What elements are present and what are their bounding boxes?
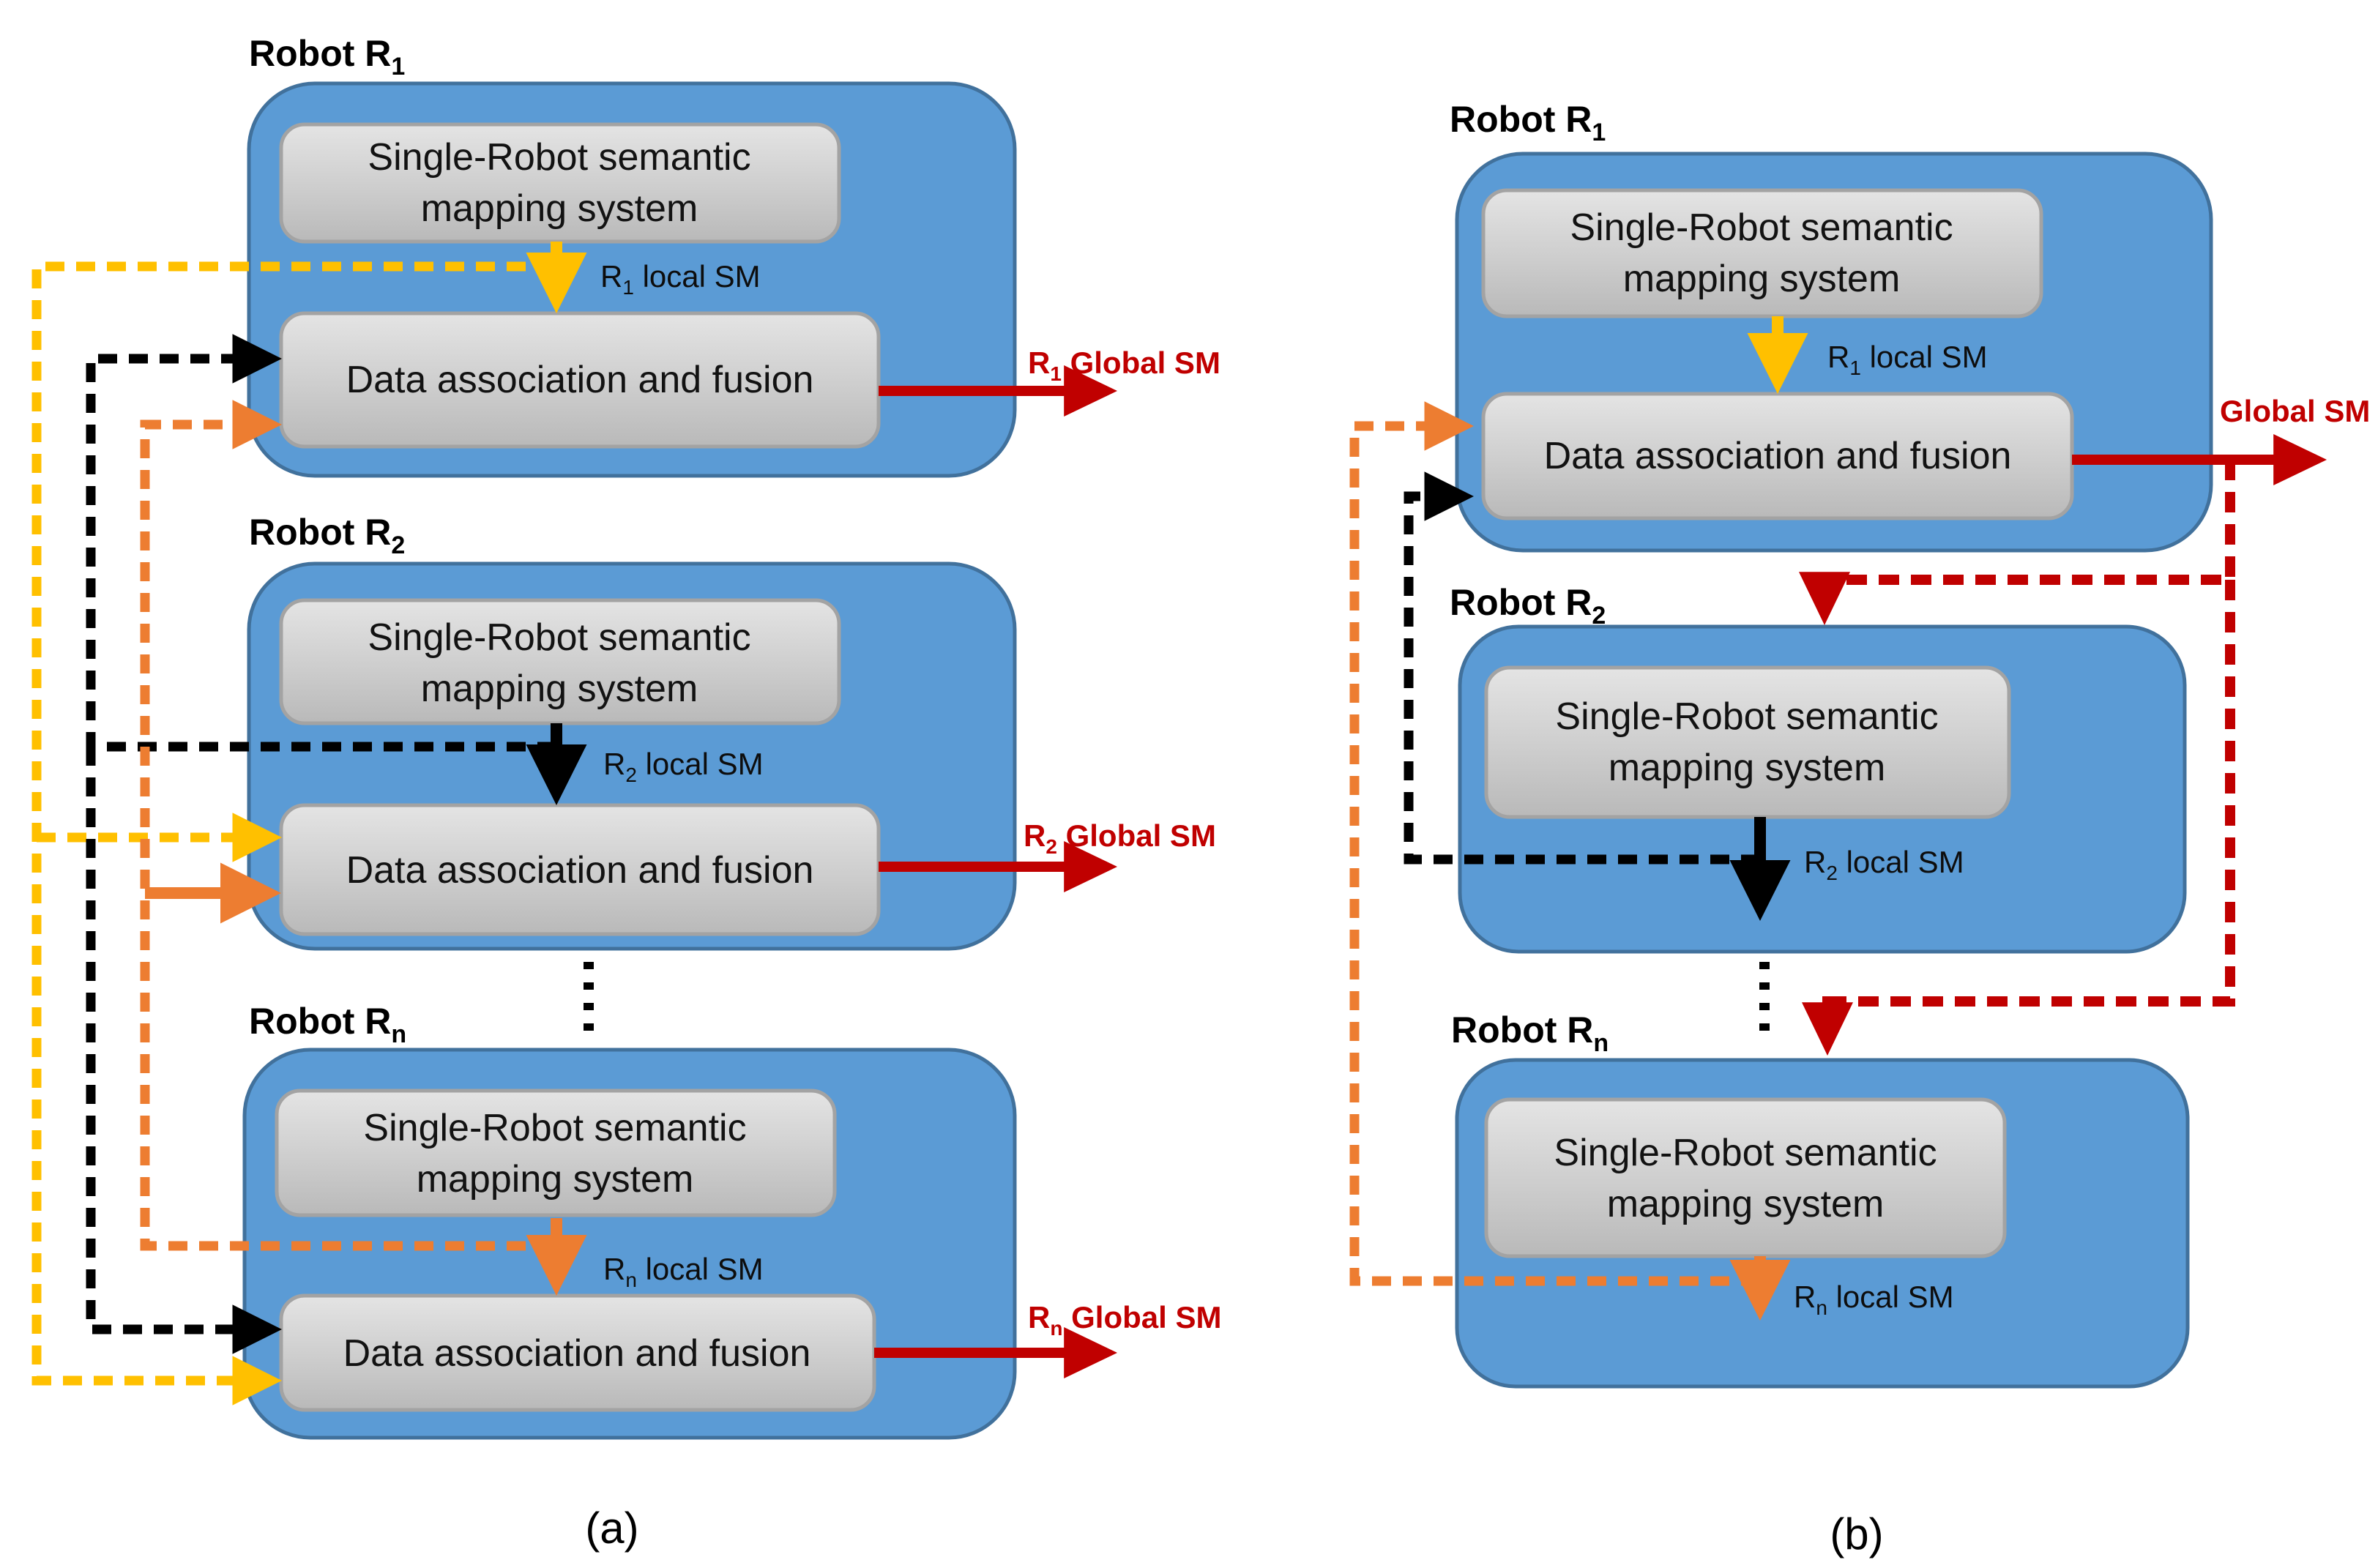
r1-semantic-mapping-label-line1-a: Single-Robot semantic: [368, 136, 750, 179]
caption-a: (a): [585, 1504, 638, 1553]
rn-semantic-mapping-label-line1-b: Single-Robot semantic: [1554, 1132, 1937, 1174]
rn-local-sm-label-a: Rn local SM: [603, 1252, 764, 1291]
robot-r2-title-a: Robot R2: [249, 512, 405, 559]
dashed-global-sm-to-r2-b: [1799, 460, 2235, 626]
r1-semantic-mapping-box-b: [1481, 188, 2043, 318]
dashed-rn-share-to-r1-b: [1349, 401, 1760, 1286]
r2-semantic-mapping-box-b: [1484, 665, 2011, 819]
r2-semantic-mapping-label-line2-a: mapping system: [421, 668, 698, 710]
rn-semantic-mapping-label-line2-a: mapping system: [417, 1158, 694, 1201]
dashed-r2-share-to-rn-a: [86, 747, 283, 1354]
r1-global-sm-label-a: R1 Global SM: [1028, 346, 1220, 385]
robot-r1-title-a: Robot R1: [249, 33, 405, 81]
r1-semantic-mapping-label-line2-a: mapping system: [421, 187, 698, 230]
r2-semantic-mapping-label-line1-a: Single-Robot semantic: [368, 616, 750, 659]
panel-b: Robot R1 Single-Robot semantic mapping s…: [1349, 99, 2370, 1558]
r2-local-sm-label-a: R2 local SM: [603, 747, 764, 786]
r1-local-sm-label-b: R1 local SM: [1827, 340, 1988, 379]
dashed-r2-share-to-r1-b: [1404, 471, 1760, 865]
robot-rn-title-b: Robot Rn: [1451, 1009, 1609, 1057]
rn-semantic-mapping-label-line2-b: mapping system: [1607, 1183, 1885, 1225]
r1-semantic-mapping-label-line2-b: mapping system: [1623, 258, 1901, 300]
rn-semantic-mapping-label-line1-a: Single-Robot semantic: [363, 1107, 746, 1149]
panel-a: Robot R1 Single-Robot semantic mapping s…: [31, 33, 1221, 1553]
dashed-r2-share-to-r1-a: [86, 334, 556, 752]
r2-local-sm-label-b: R2 local SM: [1804, 845, 1964, 884]
rn-global-sm-label-a: Rn Global SM: [1028, 1300, 1221, 1340]
rn-local-sm-label-b: Rn local SM: [1794, 1280, 1954, 1319]
robot-r1-title-b: Robot R1: [1450, 99, 1606, 146]
r1-local-sm-label-a: R1 local SM: [600, 259, 761, 299]
rn-semantic-mapping-box-b: [1484, 1097, 2007, 1258]
r1-data-fusion-label-a: Data association and fusion: [346, 359, 814, 401]
robot-rn-title-a: Robot Rn: [249, 1001, 406, 1048]
global-sm-label-b: Global SM: [2220, 394, 2370, 428]
dashed-rn-share-to-r1-a: [140, 400, 556, 1251]
robot-r2-title-b: Robot R2: [1450, 582, 1606, 630]
r2-semantic-mapping-label-line2-b: mapping system: [1609, 747, 1886, 789]
r2-data-fusion-label-a: Data association and fusion: [346, 849, 814, 892]
rn-semantic-mapping-box-a: [275, 1089, 837, 1217]
rn-data-fusion-label-a: Data association and fusion: [343, 1332, 811, 1375]
r2-semantic-mapping-label-line1-b: Single-Robot semantic: [1555, 695, 1938, 738]
r1-semantic-mapping-label-line1-b: Single-Robot semantic: [1570, 206, 1953, 249]
dashed-global-sm-to-rn-b: [1802, 580, 2235, 1056]
dashed-r1-share-to-rn-a: [31, 261, 556, 1405]
r1-data-fusion-label-b: Data association and fusion: [1544, 435, 2012, 477]
caption-b: (b): [1830, 1509, 1883, 1558]
r2-global-sm-label-a: R2 Global SM: [1024, 818, 1216, 858]
